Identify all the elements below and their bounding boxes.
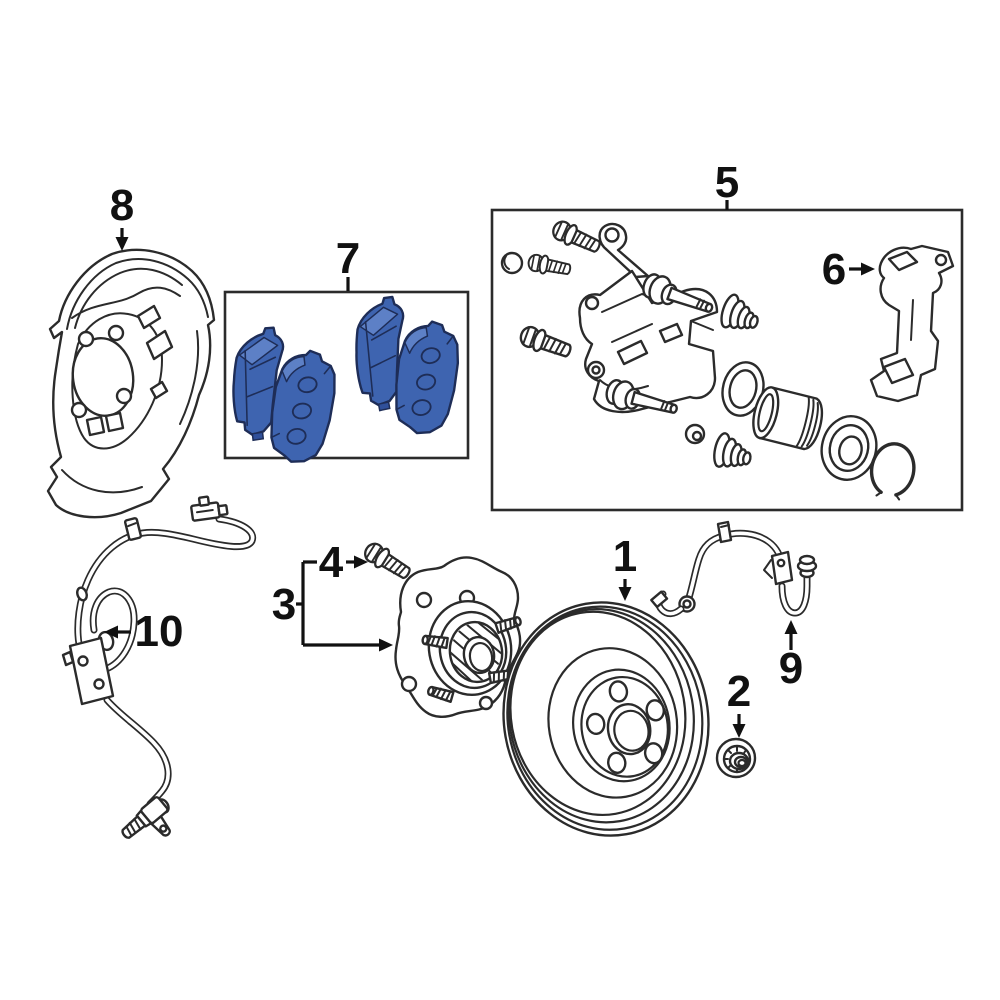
callout-10-label: 10 — [135, 607, 184, 656]
callout-7-label: 7 — [336, 234, 360, 283]
hose-banjo-eye — [650, 590, 696, 618]
part-dust-shield — [46, 248, 216, 519]
bleeder-cap — [500, 251, 524, 275]
hose-bracket-fitting — [763, 550, 794, 586]
piston-dust-boot — [820, 415, 878, 481]
callout-2-arrowhead — [732, 724, 746, 738]
callout-9-arrowhead — [784, 620, 798, 634]
caliper-bracket — [869, 244, 955, 403]
part-hub-nut — [715, 737, 757, 779]
abs-connector — [190, 495, 229, 522]
caliper-assembly-box — [490, 208, 964, 512]
callout-6-label: 6 — [822, 245, 846, 294]
callout-2-label: 2 — [727, 667, 751, 716]
piston-seal — [721, 361, 765, 417]
caliper-piston — [752, 386, 824, 451]
part-abs-sensor-wire — [61, 495, 257, 839]
part-hub-bolt — [360, 538, 415, 585]
part-brake-hose — [650, 520, 818, 618]
callout-3-label: 3 — [272, 580, 296, 629]
callout-9-label: 9 — [779, 644, 803, 693]
callout-3-arrowhead — [379, 638, 393, 652]
part-brake-rotor — [502, 601, 710, 837]
hose-end-fitting — [796, 554, 818, 579]
hose-clip — [716, 520, 733, 544]
pin-cap — [684, 423, 706, 445]
callout-8-label: 8 — [110, 181, 134, 230]
sensor-bracket — [61, 630, 115, 706]
callout-3-leader — [296, 560, 381, 647]
callout-1-label: 1 — [613, 532, 637, 581]
callout-1-arrowhead — [618, 587, 632, 601]
wire-clip — [123, 517, 143, 541]
brake-pad-kit-box — [223, 290, 470, 467]
callout-5-label: 5 — [715, 158, 739, 207]
caliper-body — [578, 222, 719, 414]
part-hub-assembly — [394, 556, 524, 718]
speed-sensor-head — [121, 796, 171, 839]
callouts: 1 2 3 4 5 6 7 8 9 10 — [104, 158, 875, 738]
callout-8-arrowhead — [115, 237, 129, 251]
snap-ring — [869, 442, 916, 501]
callout-4-label: 4 — [319, 538, 344, 587]
